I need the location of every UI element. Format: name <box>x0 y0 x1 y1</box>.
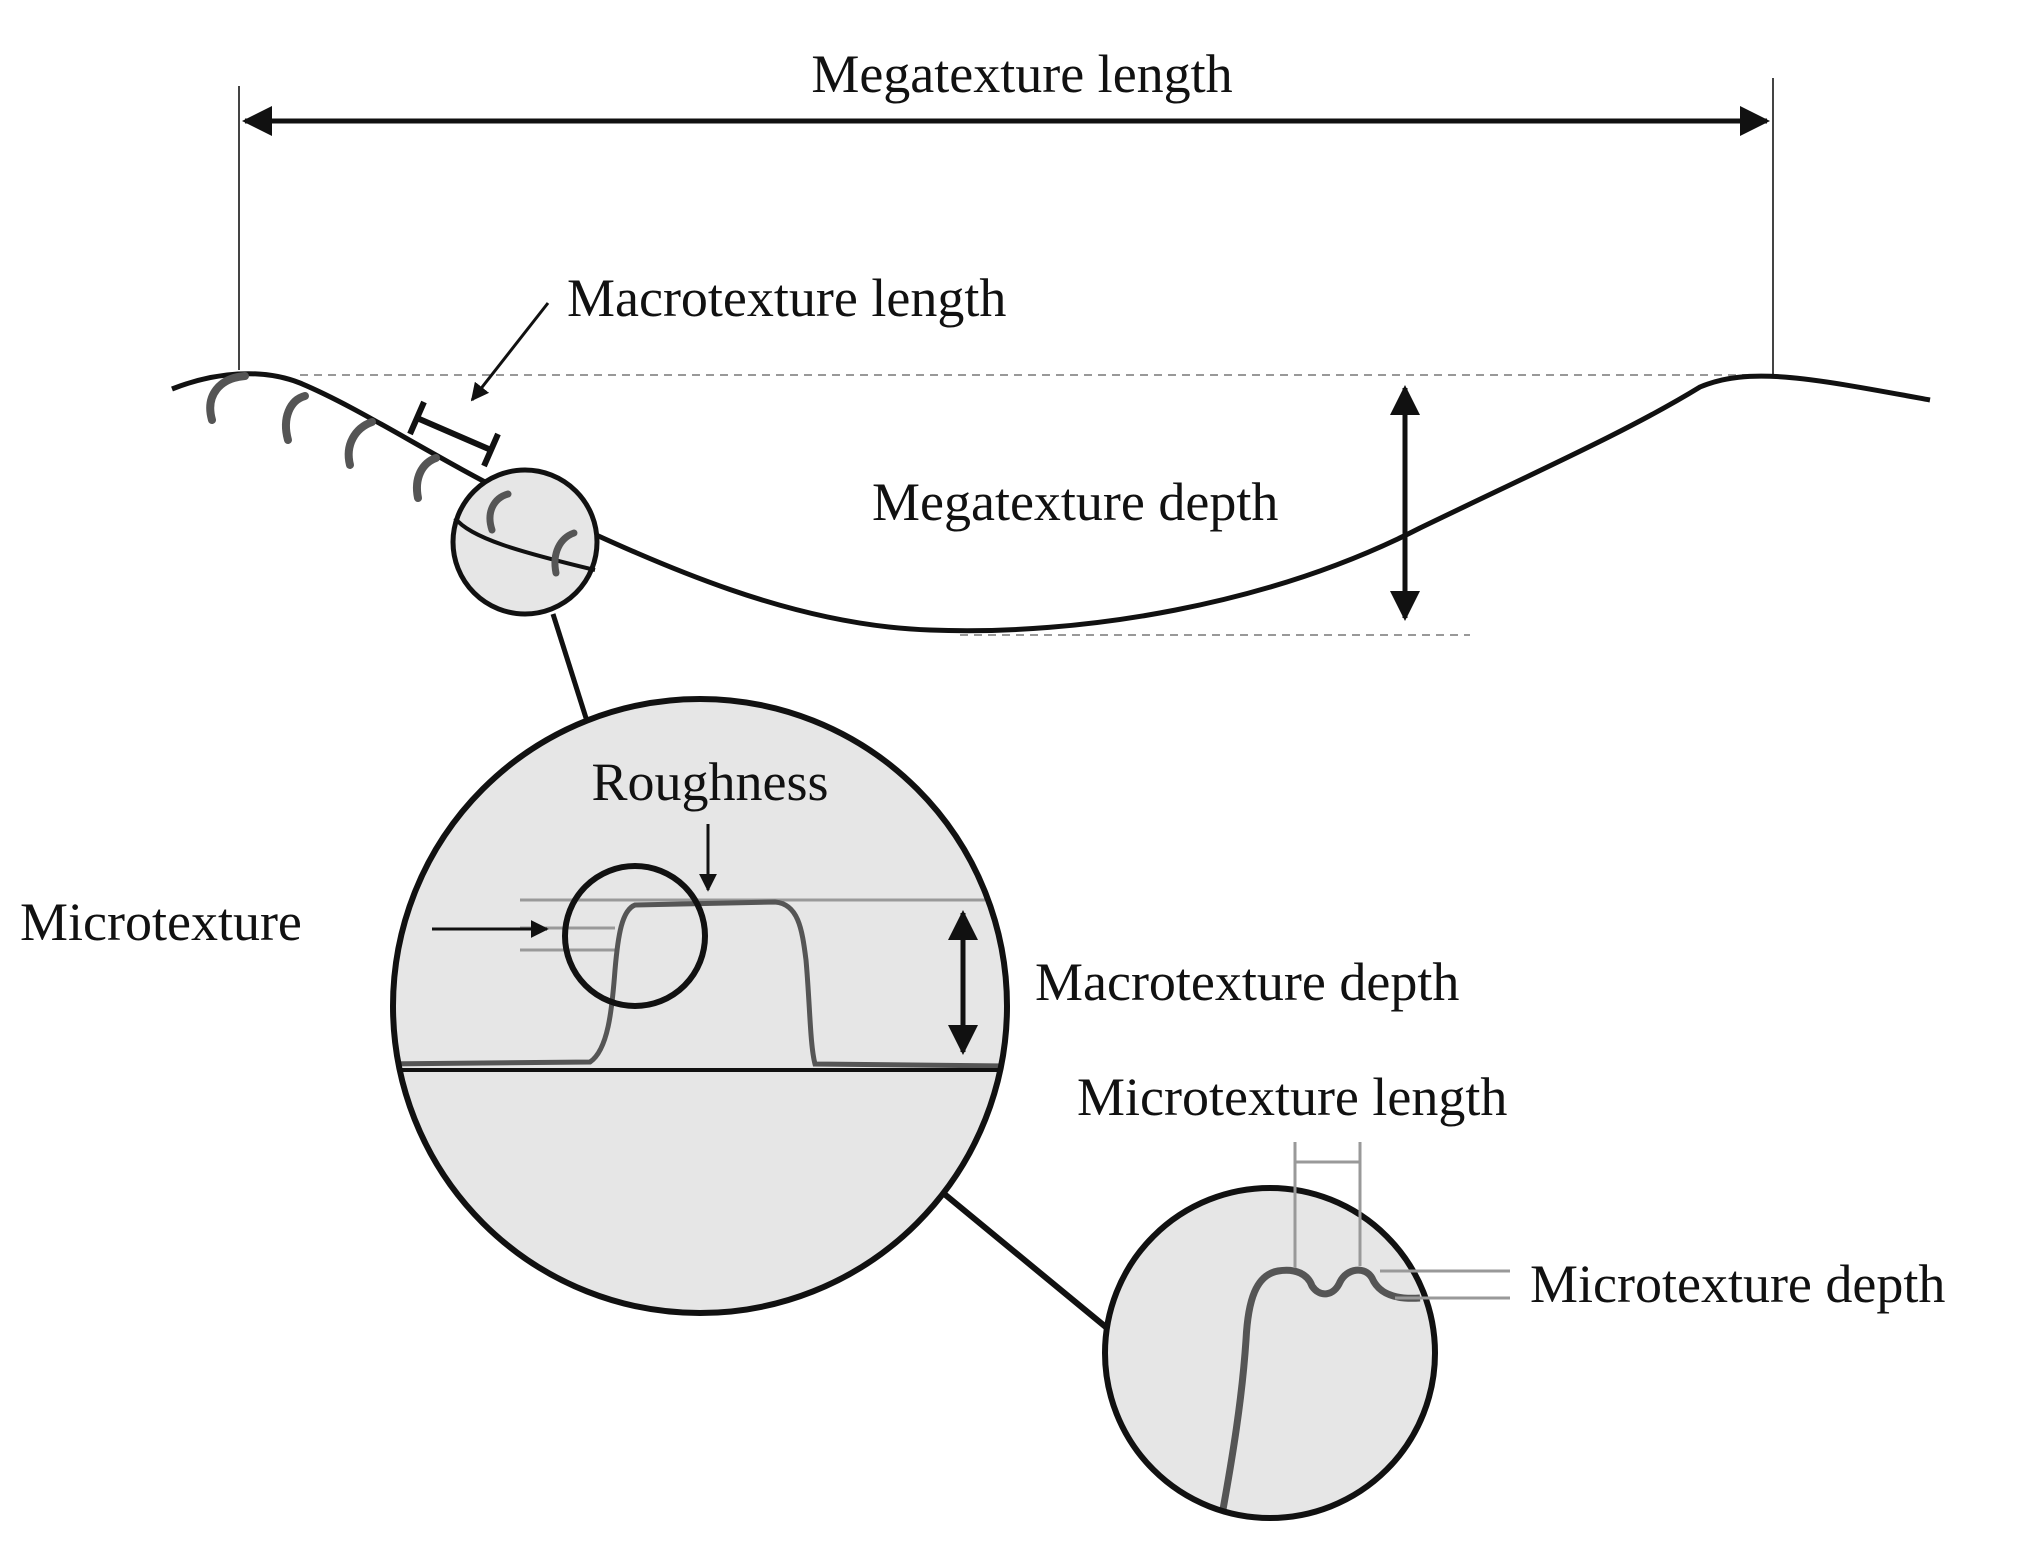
macrotexture-depth-label: Macrotexture depth <box>1035 952 1459 1012</box>
macrotexture-length-pointer <box>470 302 550 402</box>
microtexture-depth-label: Microtexture depth <box>1530 1254 1945 1314</box>
zoom-circle-macrotexture <box>390 696 1010 1316</box>
microtexture-length-label: Microtexture length <box>1077 1067 1507 1127</box>
macrotexture-profile <box>393 899 1007 1069</box>
macrotexture-length-dimension: Macrotexture length <box>407 268 1006 468</box>
megatexture-length-dimension: Megatexture length <box>238 44 1774 378</box>
macrotexture-length-tick-left <box>407 400 427 436</box>
megatexture-depth-label: Megatexture depth <box>872 472 1278 532</box>
zoom-circle-small <box>450 467 600 617</box>
microtexture-label: Microtexture <box>20 892 302 952</box>
zoom-circle-microtexture <box>1102 1142 1510 1521</box>
connector-small-to-mid <box>550 613 589 719</box>
macrotexture-length-tick-right <box>481 432 501 468</box>
macrotexture-length-bar <box>415 415 493 453</box>
microtexture-length-guides <box>1293 1142 1362 1268</box>
surface-profile-line <box>171 371 1931 634</box>
megatexture-depth-dimension: Megatexture depth <box>872 385 1420 621</box>
roughness-label: Roughness <box>591 752 828 812</box>
roughness-zoom-circle <box>562 863 708 1009</box>
macrotexture-length-label: Macrotexture length <box>567 268 1006 328</box>
microtexture-profile <box>1218 1266 1421 1516</box>
megatexture-length-label: Megatexture length <box>811 44 1232 104</box>
microtexture-depth-guides <box>1380 1269 1510 1300</box>
